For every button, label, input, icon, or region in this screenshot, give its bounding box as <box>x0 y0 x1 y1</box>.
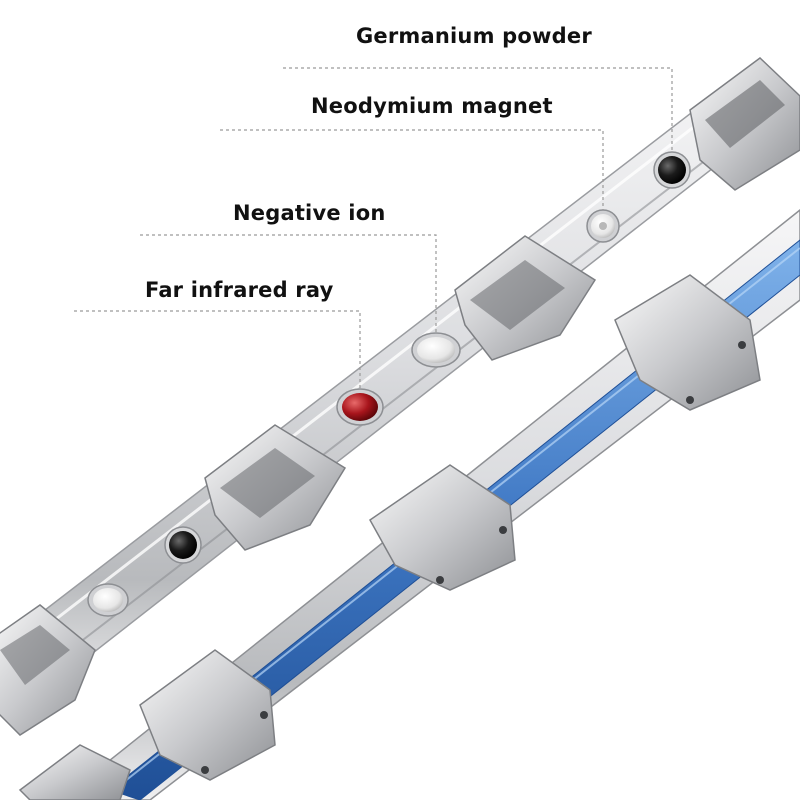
silver-link-joint <box>454 235 597 361</box>
blue-link-joint <box>369 464 516 591</box>
leader-negative-ion <box>140 234 437 333</box>
silver-link-joint <box>204 424 347 551</box>
callout-label-germanium: Germanium powder <box>356 24 592 48</box>
blue-link-joint <box>614 274 761 411</box>
callout-label-neodymium: Neodymium magnet <box>311 94 553 118</box>
silver-bracelet <box>0 57 800 736</box>
negative-ion-stone-icon <box>411 332 461 368</box>
leader-far-infrared <box>74 310 361 389</box>
neodymium-stone-icon <box>586 209 620 243</box>
blue-link-joint <box>139 649 276 781</box>
silver-link-joint <box>689 57 800 191</box>
leader-germanium <box>283 67 673 152</box>
callout-leader-lines <box>74 67 673 389</box>
neodymium-stone-icon <box>87 583 129 617</box>
leader-neodymium <box>220 129 604 210</box>
silver-link-joint <box>0 604 96 736</box>
blue-link-joint <box>18 744 131 800</box>
callout-label-negative-ion: Negative ion <box>233 201 386 225</box>
far-infrared-stone-icon <box>336 388 384 426</box>
germanium-stone-icon <box>164 526 202 564</box>
blue-bracelet <box>18 209 800 800</box>
germanium-stone-icon <box>653 151 691 189</box>
callout-label-far-infrared: Far infrared ray <box>145 278 334 302</box>
